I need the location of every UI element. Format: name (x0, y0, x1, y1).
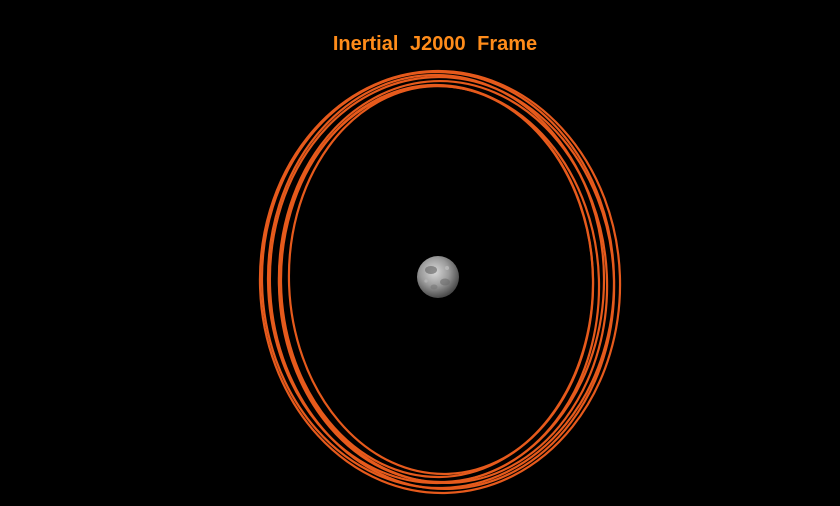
moon-crater (445, 266, 449, 270)
moon-disk (417, 256, 459, 298)
moon-mare (425, 266, 437, 274)
moon-mare (440, 278, 450, 286)
orbit-track (287, 84, 595, 476)
orbit-tracks (258, 69, 622, 495)
frame-title: Inertial J2000 Frame (332, 33, 538, 55)
orbit-track (268, 75, 616, 491)
moon-crater (424, 279, 428, 283)
moon-mare (430, 284, 438, 290)
moon-body (417, 256, 459, 298)
